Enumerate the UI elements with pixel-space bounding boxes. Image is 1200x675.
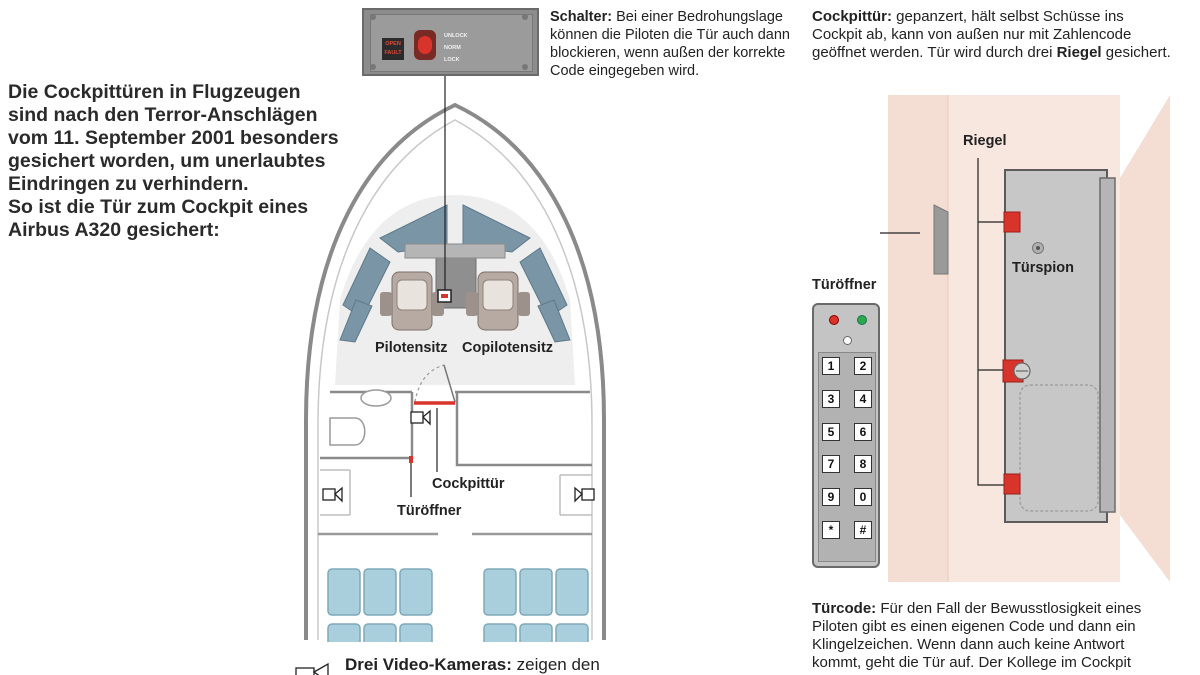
bolt-top xyxy=(1003,211,1021,233)
pilot-seat xyxy=(380,271,444,331)
keypad-key-star[interactable]: * xyxy=(822,521,840,539)
kameras-title: Drei Video-Kameras: xyxy=(345,655,512,674)
label-pilotensitz: Pilotensitz xyxy=(375,340,448,356)
keypad-key-4[interactable]: 4 xyxy=(854,390,872,408)
schalter-line: können die Piloten die Tür auch dann xyxy=(550,27,790,43)
lavatory-toilet xyxy=(329,417,366,446)
door-illustration xyxy=(880,95,1170,582)
wall-side xyxy=(1120,95,1170,582)
kameras-line: zeigen den xyxy=(511,655,600,674)
door-recess xyxy=(1019,384,1099,512)
keypad-key-8[interactable]: 8 xyxy=(854,455,872,473)
door-opener-mark xyxy=(409,456,413,463)
tuercode-line: Piloten gibt es einen eigenen Code und d… xyxy=(812,618,1136,635)
keypad: 1 2 3 4 5 6 7 8 9 0 * # xyxy=(812,303,880,568)
label-tuerspion: Türspion xyxy=(1012,260,1075,276)
tuercode-title: Türcode: xyxy=(812,600,877,617)
intro-line: gesichert worden, um unerlaubtes xyxy=(8,150,326,172)
toggle-switch[interactable] xyxy=(414,30,436,60)
door-swing xyxy=(414,364,445,403)
intro-line: sind nach den Terror-Anschlägen xyxy=(8,104,318,126)
keypad-key-9[interactable]: 9 xyxy=(822,488,840,506)
riegel-leaders xyxy=(977,158,1004,486)
tuercode-text: Türcode: Für den Fall der Bewusstlosigke… xyxy=(812,600,1197,672)
camera-legend-icon xyxy=(295,662,329,675)
tuercode-line: kommt, geht die Tür auf. Der Kollege im … xyxy=(812,654,1132,671)
cockpittuer-line: geöffnet werden. Tür wird durch drei xyxy=(812,44,1057,61)
intro-line: So ist die Tür zum Cockpit eines xyxy=(8,196,309,218)
label-copilotensitz: Copilotensitz xyxy=(462,340,554,356)
intro-line: Die Cockpittüren in Flugzeugen xyxy=(8,81,301,103)
riegel-bold: Riegel xyxy=(1056,44,1102,61)
copilot-seat xyxy=(466,271,530,331)
tuercode-line: Für den Fall der Bewusstlosigkeit eines xyxy=(876,600,1142,617)
tuercode-line: Klingelzeichen. Wenn dann auch keine Ant… xyxy=(812,636,1125,653)
green-led-icon xyxy=(857,315,867,325)
intro-line: Eindringen zu verhindern. xyxy=(8,173,249,195)
intro-line: vom 11. September 2001 besonders xyxy=(8,127,339,149)
cockpittuer-line: gesichert. xyxy=(1101,44,1171,61)
cockpit-floorplan xyxy=(290,72,620,675)
norm-label: NORM xyxy=(444,45,461,51)
label-tueroeffner: Türöffner xyxy=(812,277,877,293)
intro-line: Airbus A320 gesichert: xyxy=(8,219,220,241)
red-led-icon xyxy=(829,315,839,325)
switch-panel: OPEN FAULT UNLOCK NORM LOCK xyxy=(362,8,539,76)
keypad-key-7[interactable]: 7 xyxy=(822,455,840,473)
door-panel xyxy=(1004,169,1108,523)
screw-icon xyxy=(370,64,376,70)
lock-label: LOCK xyxy=(444,57,460,63)
cockpit-windows xyxy=(339,204,571,343)
lavatory-sink xyxy=(360,389,392,407)
schalter-line: blockieren, wenn außen der korrekte xyxy=(550,45,786,61)
camera-icon xyxy=(410,409,431,426)
indicator-icon xyxy=(843,336,852,345)
camera-icon xyxy=(574,486,595,503)
schalter-line: Code eingegeben wird. xyxy=(550,63,700,79)
open-label: OPEN xyxy=(385,41,401,47)
intro-text: Die Cockpittüren in Flugzeugen sind nach… xyxy=(8,81,348,242)
keypad-key-2[interactable]: 2 xyxy=(854,357,872,375)
keypad-key-6[interactable]: 6 xyxy=(854,423,872,441)
kameras-text: Drei Video-Kameras: zeigen den xyxy=(345,655,645,675)
camera-icon xyxy=(322,486,343,503)
screw-icon xyxy=(370,14,376,20)
keypad-key-hash[interactable]: # xyxy=(854,521,872,539)
bolt-bottom xyxy=(1003,473,1021,495)
cockpittuer-title: Cockpittür: xyxy=(812,8,892,25)
schalter-line: Bei einer Bedrohungslage xyxy=(612,9,783,25)
tueroeffner-leader xyxy=(880,232,920,234)
screw-icon xyxy=(522,64,528,70)
cockpittuer-line: gepanzert, hält selbst Schüsse ins xyxy=(892,8,1124,25)
door-edge xyxy=(1099,177,1116,513)
cockpittuer-line: Cockpit ab, kann von außen nur mit Zahle… xyxy=(812,26,1132,43)
unlock-label: UNLOCK xyxy=(444,33,468,39)
instrument-panel xyxy=(404,243,506,259)
keypad-key-3[interactable]: 3 xyxy=(822,390,840,408)
label-riegel: Riegel xyxy=(963,133,1007,149)
keypad-key-1[interactable]: 1 xyxy=(822,357,840,375)
schalter-title: Schalter: xyxy=(550,9,613,25)
keypad-key-5[interactable]: 5 xyxy=(822,423,840,441)
fuselage-inner xyxy=(317,119,593,640)
open-fault-indicator: OPEN FAULT xyxy=(382,38,404,60)
schalter-text: Schalter: Bei einer Bedrohungslage könne… xyxy=(550,8,810,80)
fault-label: FAULT xyxy=(384,50,402,56)
galley-lines xyxy=(320,469,592,516)
cockpittuer-text: Cockpittür: gepanzert, hält selbst Schüs… xyxy=(812,8,1197,62)
label-tueroeffner-plan: Türöffner xyxy=(397,503,462,519)
keypad-key-0[interactable]: 0 xyxy=(854,488,872,506)
label-cockpittuer: Cockpittür xyxy=(432,476,505,492)
screw-icon xyxy=(522,14,528,20)
wall-front xyxy=(888,95,948,582)
